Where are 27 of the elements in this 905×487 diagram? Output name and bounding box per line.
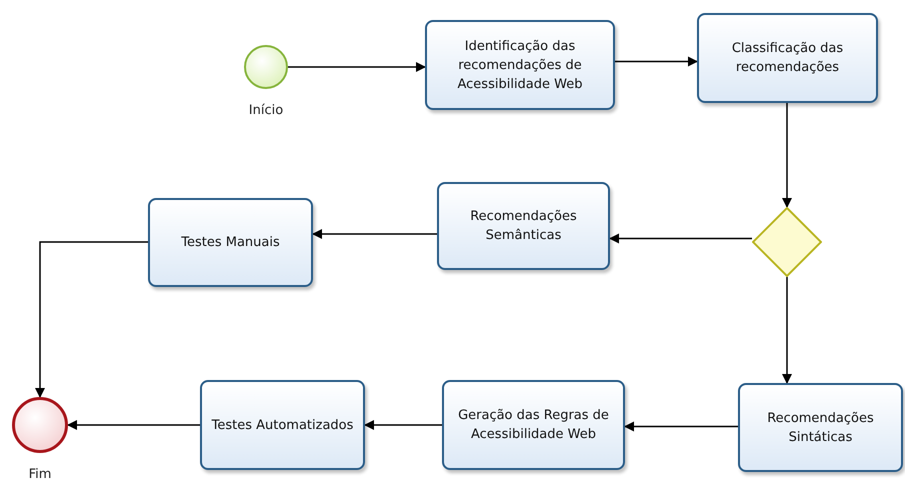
process-box [442,380,625,470]
arrow [782,277,792,384]
process-label: Testes Automatizados [212,416,354,434]
arrow [364,420,442,430]
arrow [288,62,426,72]
process-box [738,383,903,472]
process-box [148,198,313,287]
process-box [437,182,610,270]
arrow [624,422,738,432]
process-box [425,20,615,110]
arrow [35,241,148,398]
process-label: Recomendações Semânticas [469,208,578,245]
arrow [312,229,437,239]
gateway-diamond [752,207,822,277]
process-label: Recomendações Sintáticas [766,410,875,446]
event-label: Início [248,102,284,120]
process-label: Classificação das recomendações [730,40,844,77]
process-label: Identificação das recomendações de Acessibilidade Web [456,38,584,94]
arrow [67,420,200,430]
event-label: Fim [28,466,52,484]
arrow [782,103,792,208]
arrow [609,234,752,244]
arrow [615,56,698,66]
process-label: Testes Manuais [181,234,280,252]
process-box [697,13,878,103]
process-label: Geração das Regras de Acessibilidade Web [457,407,610,444]
process-box [200,380,365,470]
